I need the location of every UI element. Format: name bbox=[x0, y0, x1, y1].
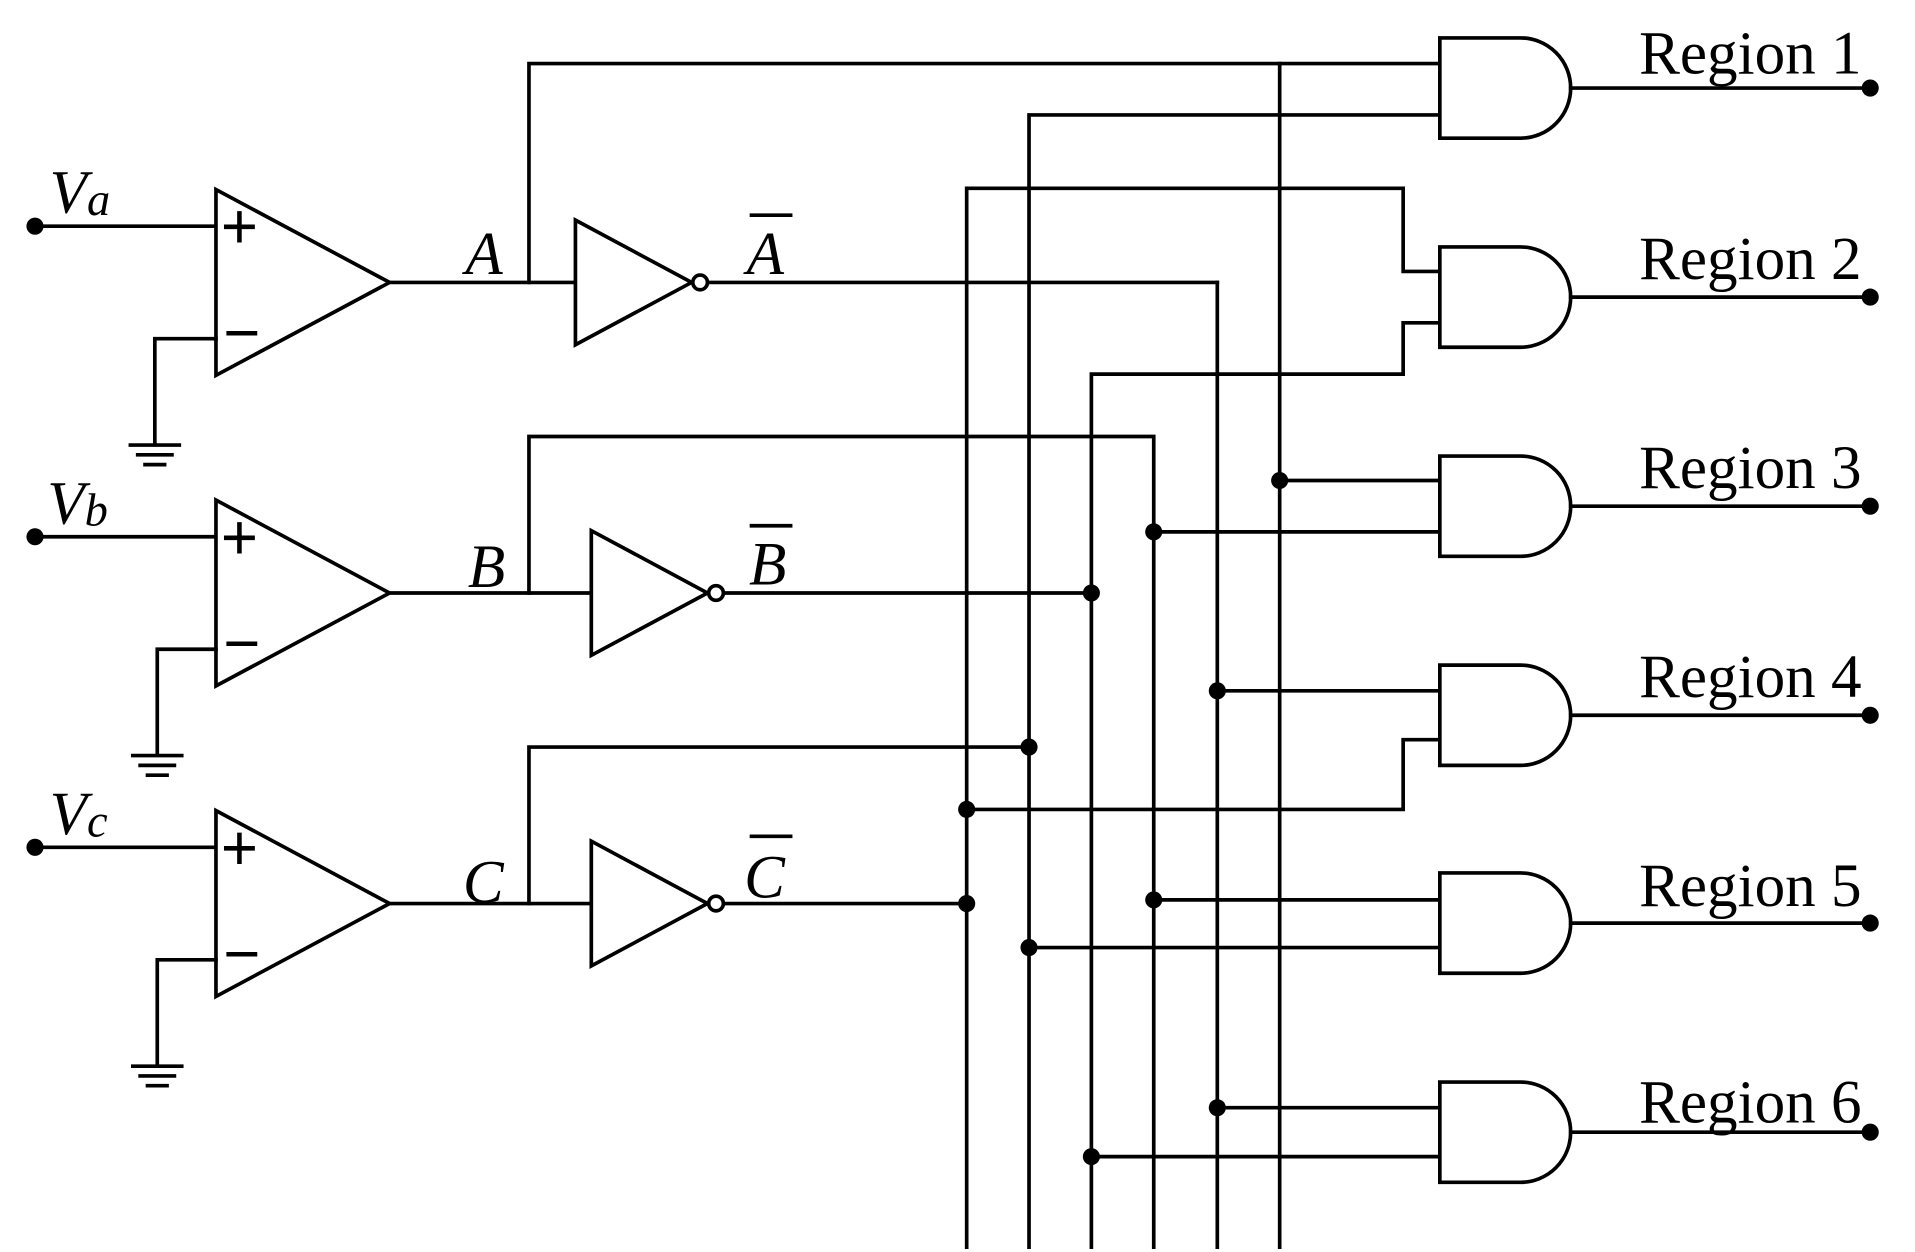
junction-dot bbox=[1082, 1148, 1100, 1166]
junction-dot bbox=[1145, 523, 1163, 541]
junction-dot bbox=[1271, 471, 1289, 490]
inverter-b-bubble bbox=[706, 583, 726, 603]
output-terminal-3 bbox=[1861, 497, 1879, 515]
comparator-b-plus: + bbox=[221, 502, 258, 573]
comparator-a: + − Va A A bbox=[26, 160, 1220, 467]
and-gate-3: Region 3 bbox=[1438, 435, 1879, 559]
output-label-region-4: Region 4 bbox=[1639, 644, 1861, 711]
signal-routing-wires bbox=[527, 61, 1442, 1249]
comparator-b-minus: − bbox=[223, 608, 260, 679]
bus-c-bar bbox=[964, 186, 1442, 1249]
junction-dots bbox=[958, 471, 1289, 1166]
comparator-a-minus: − bbox=[223, 298, 260, 369]
comparator-b-triangle bbox=[214, 497, 394, 689]
output-label-region-6: Region 6 bbox=[1639, 1069, 1861, 1136]
comparator-c-minus: − bbox=[223, 919, 260, 990]
signal-label-a-bar: A bbox=[743, 221, 785, 288]
bus-b bbox=[527, 434, 1156, 1249]
comparator-c-triangle bbox=[214, 807, 394, 1000]
and-gate-1: Region 1 bbox=[1438, 20, 1879, 140]
and-gate-6: Region 6 bbox=[1438, 1069, 1879, 1185]
signal-label-c-bar: C bbox=[744, 844, 786, 911]
inverter-a bbox=[573, 217, 696, 348]
comparator-c: + − Vc C C bbox=[26, 781, 969, 1088]
input-label-vb: Vb bbox=[47, 470, 108, 537]
signal-label-b: B bbox=[468, 534, 505, 601]
inverter-b bbox=[589, 527, 712, 659]
bus-b-bar bbox=[1089, 320, 1442, 1249]
signal-label-a: A bbox=[461, 221, 503, 288]
output-label-region-1: Region 1 bbox=[1639, 20, 1861, 87]
bus-c bbox=[1027, 113, 1442, 1249]
junction-dot bbox=[1020, 939, 1038, 957]
junction-dot bbox=[1145, 891, 1163, 909]
and-gate-5: Region 5 bbox=[1438, 853, 1879, 976]
signal-label-b-bar: B bbox=[749, 531, 786, 598]
inverter-c bbox=[589, 838, 712, 969]
output-label-region-5: Region 5 bbox=[1639, 853, 1861, 920]
junction-dot bbox=[1208, 682, 1226, 700]
junction-dot bbox=[1208, 1099, 1226, 1117]
inverter-c-bubble bbox=[706, 894, 726, 913]
comparator-b: + − Vb B B bbox=[26, 470, 1094, 777]
input-label-vc: Vc bbox=[50, 781, 108, 848]
and-gate-2: Region 2 bbox=[1438, 226, 1879, 350]
junction-dot bbox=[958, 894, 976, 913]
inverter-a-bubble bbox=[690, 273, 710, 292]
output-terminal-5 bbox=[1861, 914, 1879, 932]
output-label-region-3: Region 3 bbox=[1639, 435, 1861, 502]
junction-dot bbox=[958, 800, 976, 818]
output-terminal-6 bbox=[1861, 1123, 1879, 1141]
output-terminal-2 bbox=[1861, 288, 1879, 306]
comparator-a-plus: + bbox=[221, 191, 258, 262]
output-label-region-2: Region 2 bbox=[1639, 226, 1861, 293]
comparator-c-plus: + bbox=[221, 812, 258, 883]
junction-dot bbox=[1082, 584, 1100, 602]
junction-dot bbox=[1020, 738, 1038, 756]
input-label-va: Va bbox=[50, 160, 111, 227]
output-terminal-4 bbox=[1861, 706, 1879, 724]
and-gate-4: Region 4 bbox=[1438, 644, 1879, 768]
signal-label-c: C bbox=[463, 849, 505, 916]
output-terminal-1 bbox=[1861, 79, 1879, 97]
comparator-a-triangle bbox=[214, 186, 394, 379]
